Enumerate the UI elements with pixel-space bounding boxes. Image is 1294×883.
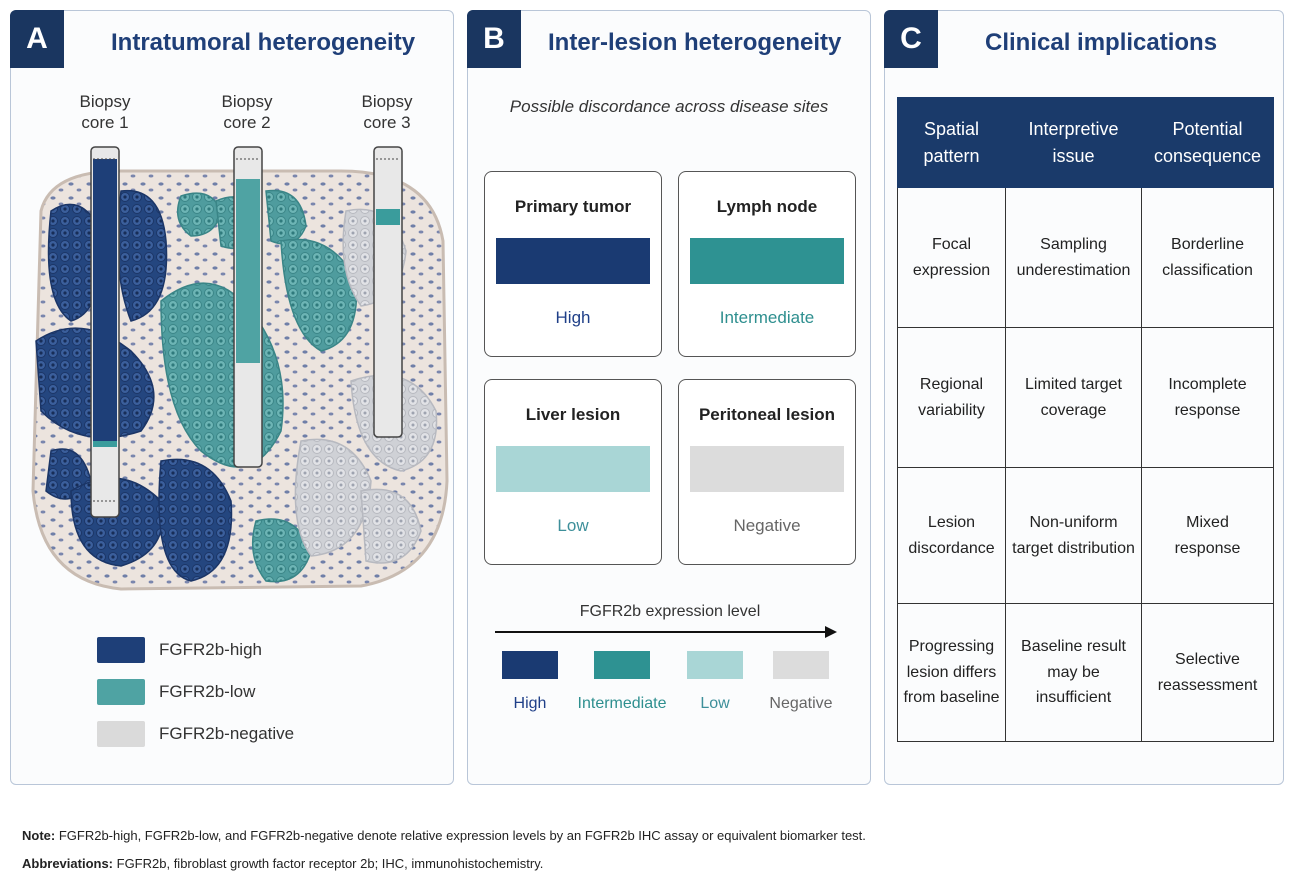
site-box-primary-tumor: Primary tumor High [484, 171, 662, 357]
legend-swatch-high [97, 637, 145, 663]
legend-swatch-negative [97, 721, 145, 747]
scale-label-high: High [513, 695, 547, 712]
scale-swatch-intermediate [594, 651, 650, 679]
legend-item-negative: FGFR2b-negative [97, 720, 294, 748]
site-box-liver-lesion: Liver lesion Low [484, 379, 662, 565]
footnote-abbreviations: Abbreviations: FGFR2b, fibroblast growth… [22, 856, 544, 871]
tissue-illustration [31, 146, 449, 591]
scale-arrow-icon [495, 626, 837, 638]
scale-swatch-high [502, 651, 558, 679]
panel-inter-lesion: B Inter-lesion heterogeneity Possible di… [467, 10, 871, 785]
scale-swatch-negative [773, 651, 829, 679]
panel-badge-c: C [884, 10, 938, 68]
panel-subtitle-b: Possible discordance across disease site… [509, 97, 829, 116]
panel-title-b: Inter-lesion heterogeneity [548, 29, 842, 56]
biopsy-core-3 [373, 146, 403, 438]
biopsy-core-2 [233, 146, 263, 468]
biopsy-core-1 [90, 146, 120, 518]
scale-label-low: Low [700, 695, 730, 712]
site-bar-lymph-node [690, 238, 844, 284]
legend-swatch-low [97, 679, 145, 705]
scale-title: FGFR2b expression level [579, 603, 761, 620]
panel-badge-b: B [467, 10, 521, 68]
site-bar-primary-tumor [496, 238, 650, 284]
panel-badge-a: A [10, 10, 64, 68]
panel-title-c: Clinical implications [985, 29, 1218, 56]
scale-swatch-low [687, 651, 743, 679]
scale-label-intermediate: Intermediate [577, 695, 667, 712]
site-bar-peritoneal-lesion [690, 446, 844, 492]
legend-item-low: FGFR2b-low [97, 678, 255, 706]
legend-item-high: FGFR2b-high [97, 636, 262, 664]
site-box-lymph-node: Lymph node Intermediate [678, 171, 856, 357]
scale-label-negative: Negative [769, 695, 833, 712]
panel-title-a: Intratumoral heterogeneity [111, 29, 416, 56]
site-bar-liver-lesion [496, 446, 650, 492]
panel-intratumoral: A Intratumoral heterogeneity [10, 10, 454, 785]
site-box-peritoneal-lesion: Peritoneal lesion Negative [678, 379, 856, 565]
footnote-note: Note: FGFR2b-high, FGFR2b-low, and FGFR2… [22, 828, 866, 843]
